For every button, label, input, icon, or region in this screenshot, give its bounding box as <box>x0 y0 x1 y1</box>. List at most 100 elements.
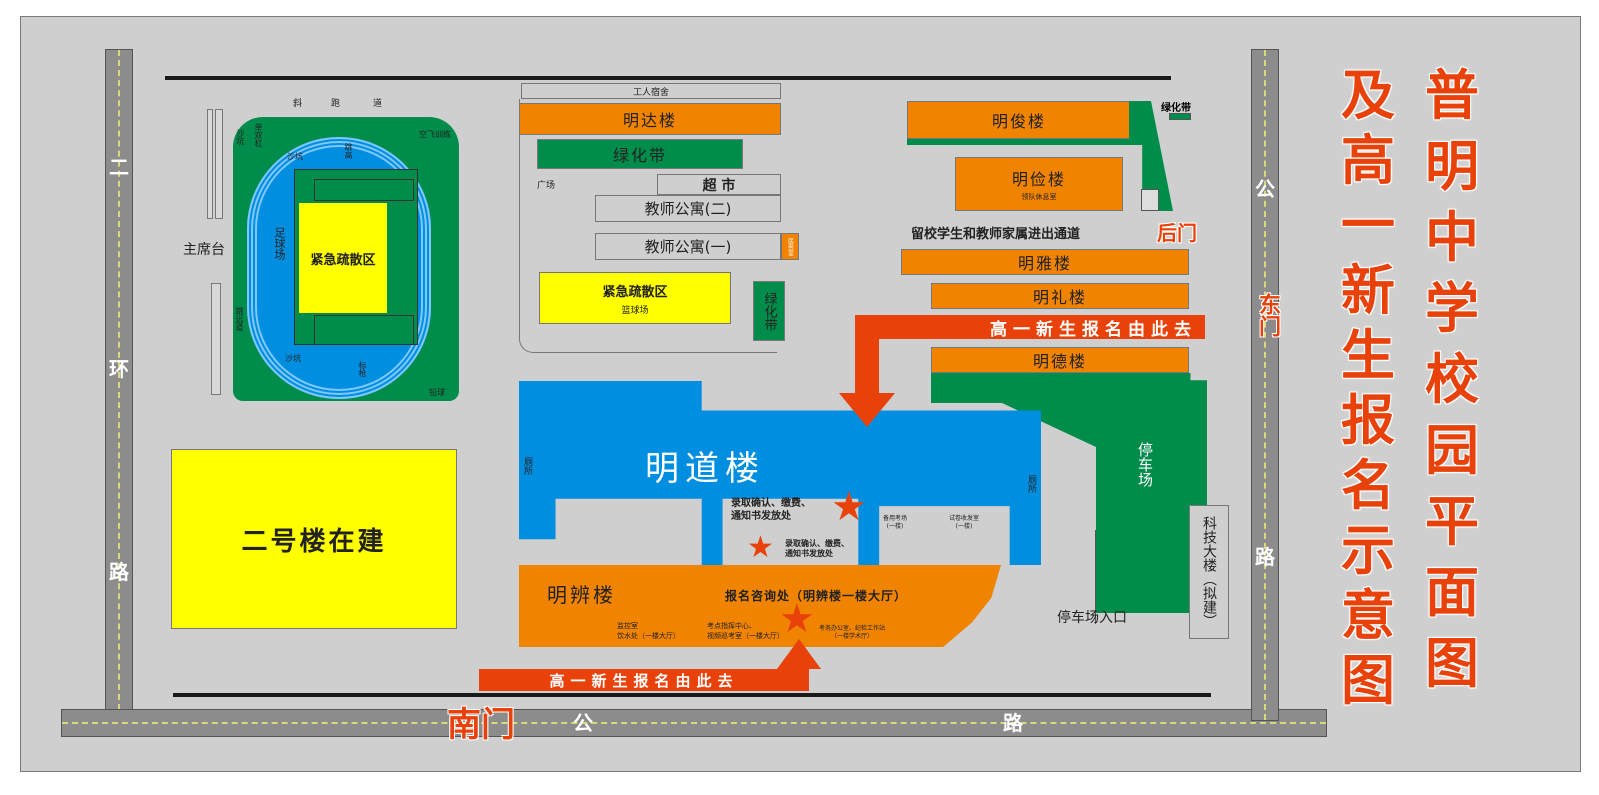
court-evac-label: 紧急疏散区 <box>602 284 668 300</box>
passage-label: 留校学生和教师家属进出通道 <box>911 227 1081 242</box>
backup-exam-room: 备用考场 (一楼) <box>883 515 907 531</box>
road-east-label-1: 公 <box>1255 177 1275 201</box>
paper-room: 试卷收发室 (一楼) <box>949 515 979 531</box>
building-mingjun: 明俊楼 <box>907 101 1131 139</box>
mingjian-label: 明俭楼 <box>1011 170 1066 189</box>
affairs-line-2: （一楼学术厅） <box>831 633 874 640</box>
title-char: 新 <box>1341 259 1395 322</box>
paper-room-line-1: 试卷收发室 <box>949 515 980 522</box>
affairs-line-1: 考务办公室、纪检工作站 <box>819 625 886 632</box>
title-char: 一 <box>1341 194 1395 257</box>
title-char: 及 <box>1341 64 1395 127</box>
confirm-2-line-1: 录取确认、缴费、 <box>785 539 849 548</box>
high-jump-label: 跳高 <box>344 143 353 159</box>
road-east-label-2: 路 <box>1255 545 1275 569</box>
greenbelt-legend-label: 绿化带 <box>1161 103 1191 114</box>
building-mingjian: 明俭楼 领队休息室 <box>955 157 1123 211</box>
title-char: 图 <box>1341 649 1395 712</box>
teacher-apartment-1: 教师公寓(一) <box>595 233 781 260</box>
star-icon-confirm-2: ★ <box>747 530 774 565</box>
backup-exam-line-1: 备用考场 <box>883 515 908 522</box>
back-gate-label: 后门 <box>1157 221 1197 245</box>
title-char: 明 <box>1425 135 1479 198</box>
title-char: 学 <box>1425 277 1479 340</box>
east-arrow-label: 高一新生报名由此去 <box>990 319 1197 340</box>
east-arrow-shaft <box>855 315 879 395</box>
workers-dorm-label: 工人宿舍 <box>632 87 669 98</box>
parking-label: 停车场 <box>1136 442 1154 487</box>
basketball-court: 紧急疏散区 篮球场 <box>539 272 731 324</box>
affairs-office: 考务办公室、纪检工作站 （一楼学术厅） <box>819 625 885 641</box>
teacher-apartment-2: 教师公寓(二) <box>595 195 781 222</box>
clinic: 医务室 <box>781 233 799 260</box>
south-gate-label: 南门 <box>447 705 515 745</box>
title-column-left: 及 高 一 新 生 报 名 示 意 图 <box>1341 69 1395 708</box>
air-training-label: 空飞训练 <box>419 130 451 139</box>
sandpit-2-label: 沙坑 <box>287 152 303 161</box>
confirm-1-line-1: 录取确认、缴费、 <box>731 498 811 509</box>
building-mingya: 明雅楼 <box>901 249 1189 275</box>
mingli-label: 明礼楼 <box>1032 288 1087 307</box>
mingbian-label: 明辨楼 <box>547 583 616 607</box>
command-line-1: 考点指挥中心、 <box>707 622 756 630</box>
plaza-label: 广场 <box>537 181 556 191</box>
field-evacuation-zone: 紧急疏散区 <box>299 203 387 313</box>
greenbelt-north-label: 绿化带 <box>612 146 667 165</box>
road-west-label-2: 环 <box>109 357 129 381</box>
north-cluster-outline <box>519 99 777 353</box>
building-mingda: 明达楼 <box>519 103 781 135</box>
greenbelt-vertical: 绿化带 <box>753 281 785 341</box>
road-east <box>1251 49 1279 721</box>
building-mingde: 明德楼 <box>931 347 1189 373</box>
football-label: 足球场 <box>273 227 286 260</box>
title-char: 中 <box>1425 206 1479 269</box>
paper-room-line-2: (一楼) <box>955 523 973 530</box>
greenbelt-north: 绿化带 <box>537 139 743 169</box>
confirm-point-2: 录取确认、缴费、 通知书发放处 <box>785 539 849 559</box>
mingjian-sub-label: 领队休息室 <box>1021 193 1057 201</box>
mingde-label: 明德楼 <box>1032 352 1087 371</box>
road-south <box>61 709 1327 737</box>
goal-top <box>314 179 414 201</box>
monitor-room: 监控室 饮水处（一楼大厅） <box>617 621 680 641</box>
building-mingbian <box>519 565 1001 647</box>
road-south-label-2: 路 <box>1003 711 1023 735</box>
greenbelt-strip-mingjun <box>907 139 1157 145</box>
road-west-label-1: 二 <box>109 155 129 179</box>
title-char: 面 <box>1425 561 1479 624</box>
javelin-label: 标枪 <box>358 361 367 377</box>
field-evacuation-label: 紧急疏散区 <box>310 252 376 268</box>
wall-south <box>173 693 1211 697</box>
track-top-label-2: 跑 <box>331 99 341 109</box>
tech-building-label: 科技大楼（拟建） <box>1201 516 1217 628</box>
main-stand-label: 主席台 <box>183 242 225 258</box>
toilet-left-label: 厕所 <box>522 457 532 475</box>
title-char: 园 <box>1425 419 1479 482</box>
south-arrow-label: 高一新生报名由此去 <box>549 671 739 690</box>
mingya-label: 明雅楼 <box>1017 254 1072 273</box>
supermarket-label: 超 市 <box>702 177 736 194</box>
tech-building-planned: 科技大楼（拟建） <box>1189 505 1229 639</box>
sandpit-1-label: 沙坑 <box>236 129 245 145</box>
shot-put-label: 铅球 <box>429 388 445 397</box>
title-column-right: 普 明 中 学 校 园 平 面 图 <box>1425 69 1479 691</box>
track-top-label-3: 道 <box>373 99 383 109</box>
building-2-label: 二号楼在建 <box>241 526 387 557</box>
mingdao-label: 明道楼 <box>645 449 765 489</box>
title-char: 示 <box>1341 519 1395 582</box>
mingda-label: 明达楼 <box>622 111 677 130</box>
teacher-apt-1-label: 教师公寓(一) <box>644 238 732 256</box>
backup-exam-line-2: (一楼) <box>886 523 904 530</box>
building-mingli: 明礼楼 <box>931 283 1189 309</box>
parking-entrance-line <box>1095 530 1096 624</box>
consult-label: 报名咨询处（明辨楼一楼大厅） <box>725 589 908 603</box>
basketball-label: 篮球场 <box>621 305 649 316</box>
title-char: 普 <box>1425 64 1479 127</box>
command-center: 考点指挥中心、 视频巡考室（一楼大厅） <box>707 621 784 641</box>
goal-bottom <box>314 315 414 345</box>
track-stand-bars-3 <box>211 283 221 395</box>
confirm-point-1: 录取确认、缴费、 通知书发放处 <box>731 497 811 523</box>
greenbelt-legend-swatch <box>1169 113 1191 120</box>
title-char: 报 <box>1341 389 1395 452</box>
supermarket: 超 市 <box>657 174 781 195</box>
